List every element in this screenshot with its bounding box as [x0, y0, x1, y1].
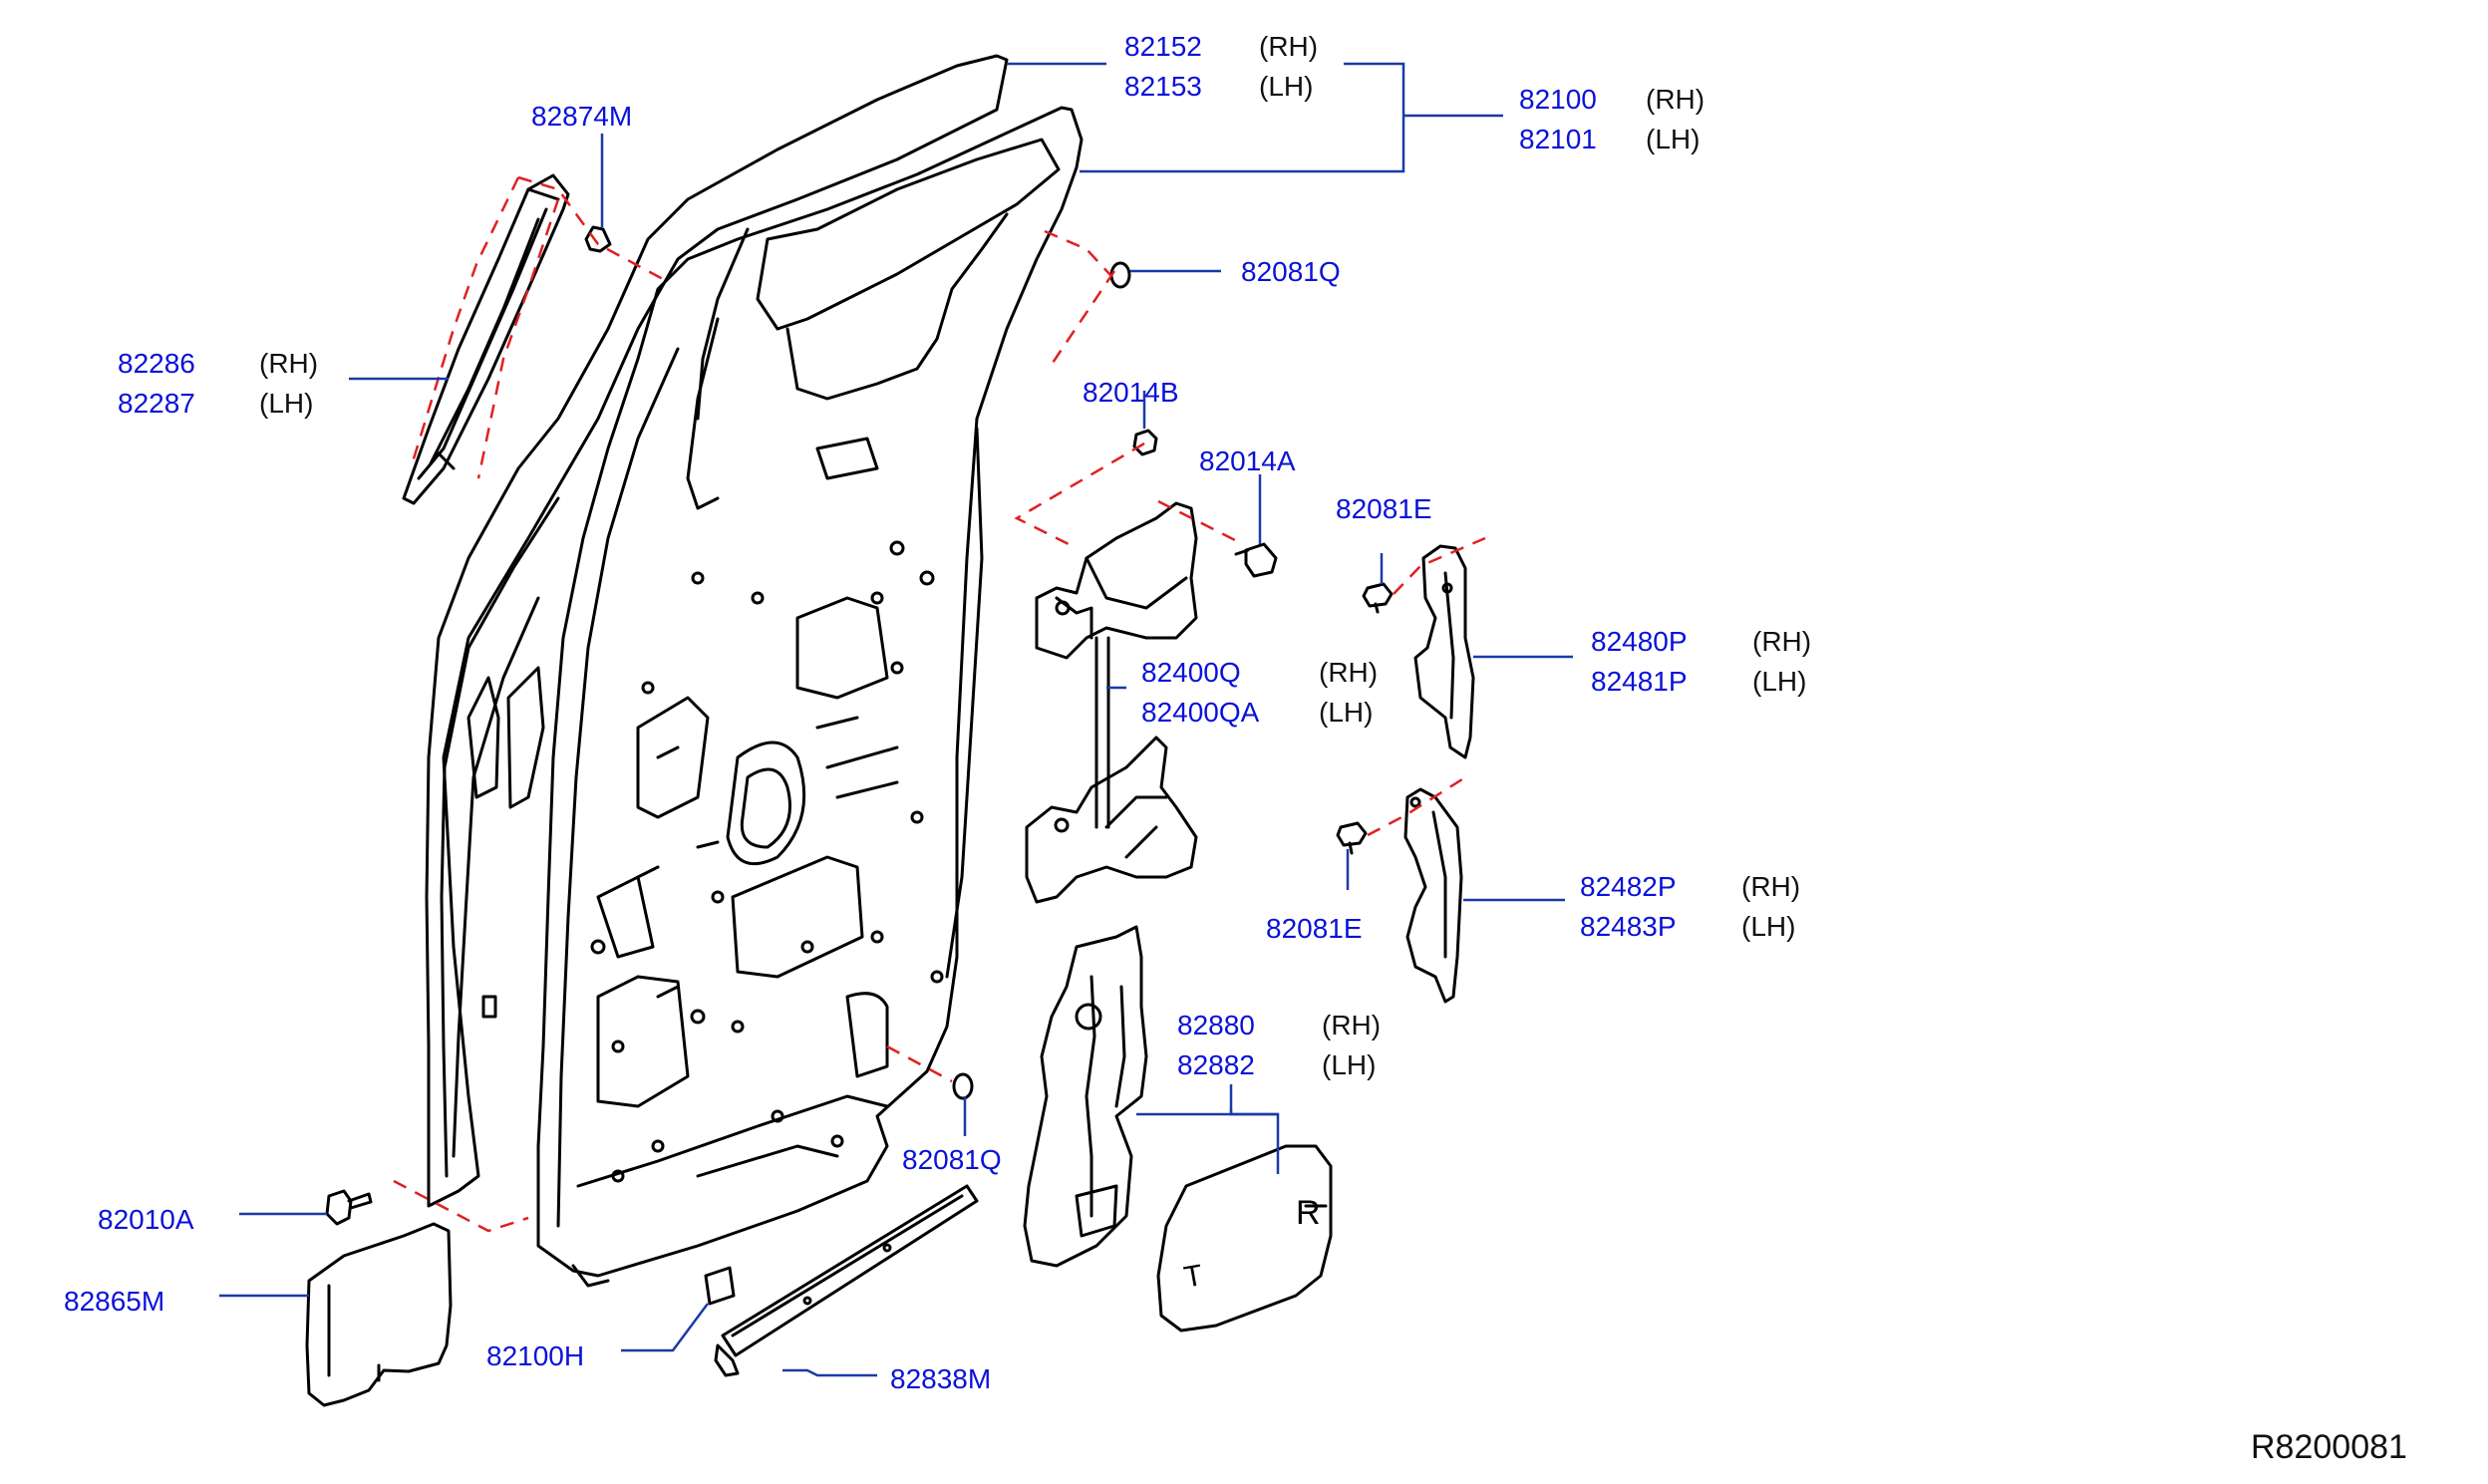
part-number[interactable]: 82400QA [1141, 697, 1260, 728]
part-number[interactable]: 82101 [1519, 124, 1597, 154]
side-label: (RH) [1646, 84, 1706, 115]
door-inner-panel [536, 106, 1084, 1288]
part-number[interactable]: 82480P [1591, 626, 1688, 657]
pad-shape [704, 1266, 736, 1306]
bracket-upper [1413, 544, 1475, 759]
seal-lower-shape [305, 1222, 453, 1407]
side-label: (LH) [1322, 1049, 1377, 1080]
side-label: (LH) [1319, 697, 1374, 728]
part-number[interactable]: 82081E [1336, 493, 1432, 524]
hinge [1025, 501, 1198, 904]
sill-seal-shape [714, 1184, 979, 1377]
clip-upper-shape [584, 225, 612, 253]
side-label: (LH) [1259, 71, 1314, 102]
part-number[interactable]: 82874M [531, 101, 633, 132]
screen-mark-t: T [1181, 1259, 1205, 1295]
side-label: (RH) [1752, 626, 1812, 657]
part-number[interactable]: 82287 [118, 388, 195, 419]
part-number[interactable]: 82483P [1580, 911, 1677, 942]
bracket-lower [1403, 787, 1463, 1004]
part-number[interactable]: 82838M [890, 1363, 992, 1394]
screen-mark-r: R [1296, 1194, 1321, 1232]
plug-upper-shape [1109, 261, 1131, 289]
part-number[interactable]: 82014B [1083, 377, 1179, 408]
side-label: (RH) [1322, 1010, 1382, 1040]
side-label: (RH) [259, 348, 319, 379]
part-number[interactable]: 82482P [1580, 871, 1677, 902]
part-number[interactable]: 82100 [1519, 84, 1597, 115]
hinge-nut-shape [1132, 429, 1158, 456]
part-number[interactable]: 82081Q [1241, 256, 1341, 287]
side-label: (LH) [1741, 911, 1796, 942]
part-number[interactable]: 82400Q [1141, 657, 1241, 688]
sealing-screen-shapes [1023, 925, 1333, 1333]
clip-bracket-lower-shape [1336, 821, 1368, 855]
diagram-reference-number: R8200081 [2251, 1428, 2407, 1466]
part-number[interactable]: 82865M [64, 1286, 165, 1317]
sash-molding [402, 173, 570, 505]
door-outer-panel [425, 54, 1009, 1208]
part-number[interactable]: 82152 [1124, 31, 1202, 62]
side-label: (RH) [1259, 31, 1319, 62]
bolt-lower-shape [325, 1189, 373, 1226]
part-number[interactable]: 82081Q [902, 1144, 1002, 1175]
side-label: (RH) [1741, 871, 1801, 902]
plug-lower-shape [952, 1072, 974, 1100]
part-number[interactable]: 82081E [1266, 913, 1363, 944]
part-number[interactable]: 82882 [1177, 1049, 1255, 1080]
side-label: (RH) [1319, 657, 1379, 688]
clip-bracket-upper-shape [1362, 582, 1394, 614]
attachment-lines [393, 175, 1486, 1233]
part-number[interactable]: 82100H [486, 1340, 585, 1371]
side-label: (LH) [1752, 666, 1807, 697]
leader-lines [219, 62, 1573, 1377]
part-number[interactable]: 82010A [98, 1204, 194, 1235]
part-number[interactable]: 82286 [118, 348, 195, 379]
part-number[interactable]: 82880 [1177, 1010, 1255, 1040]
hinge-bolt-shape [1234, 542, 1278, 578]
part-number[interactable]: 82481P [1591, 666, 1688, 697]
side-label: (LH) [259, 388, 314, 419]
part-number[interactable]: 82153 [1124, 71, 1202, 102]
side-label: (LH) [1646, 124, 1701, 154]
part-number[interactable]: 82014A [1199, 445, 1296, 476]
